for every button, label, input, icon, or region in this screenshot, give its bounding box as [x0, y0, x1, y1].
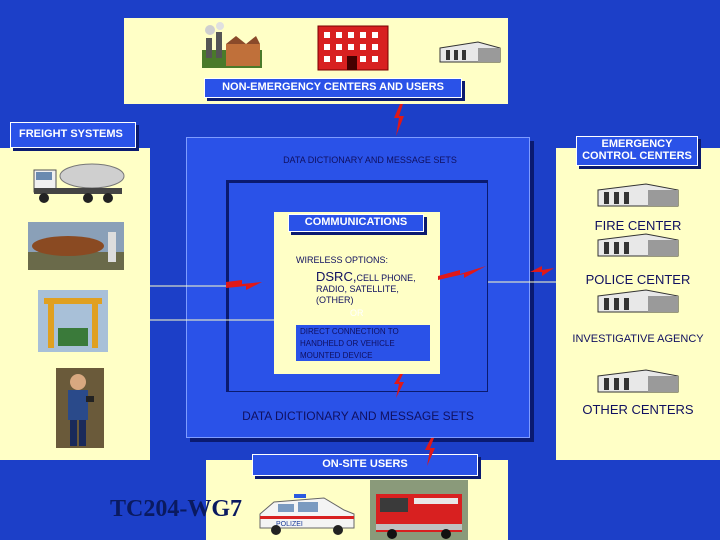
investigative-agency-label: INVESTIGATIVE AGENCY — [572, 333, 704, 345]
lightning-bolt-right — [530, 266, 554, 276]
direct-connection-line1: DIRECT CONNECTION TO — [300, 327, 399, 336]
onsite-users-label: ON-SITE USERS — [252, 454, 478, 476]
police-center-icon — [597, 289, 679, 313]
wireless-dsrc: DSRC,CELL PHONE, — [316, 268, 416, 286]
direct-connection-line2: HANDHELD OR VEHICLE — [300, 339, 395, 348]
wireless-other: (OTHER) — [316, 295, 354, 305]
lightning-bolt-center — [438, 266, 486, 280]
or-label: OR — [350, 308, 364, 318]
non-emergency-label: NON-EMERGENCY CENTERS AND USERS — [204, 78, 462, 98]
factory-icon — [202, 22, 262, 68]
fire-center-icon — [597, 233, 679, 257]
emergency-warehouse-icon — [597, 183, 679, 207]
data-dictionary-outer-label: DATA DICTIONARY AND MESSAGE SETS — [283, 155, 457, 165]
worker-with-device-icon — [56, 368, 104, 448]
direct-connection-line3: MOUNTED DEVICE — [300, 351, 373, 360]
wireless-options-title: WIRELESS OPTIONS: — [296, 255, 389, 265]
lightning-bolt-left — [226, 280, 262, 290]
office-building-icon — [317, 25, 389, 71]
lightning-bolt-bottom — [425, 438, 435, 466]
freight-systems-label: FREIGHT SYSTEMS — [10, 122, 136, 148]
investigative-agency-icon — [597, 369, 679, 393]
police-center-label: POLICE CENTER — [585, 272, 691, 287]
lightning-bolt-bottom-inner — [394, 374, 404, 398]
tanker-truck-icon — [33, 163, 125, 203]
railcar-icon — [28, 222, 124, 270]
crane-icon — [38, 290, 108, 352]
warehouse-icon — [439, 41, 501, 63]
lightning-bolt-top — [394, 104, 404, 136]
other-centers-label: OTHER CENTERS — [582, 402, 694, 417]
wireless-radio-satellite: RADIO, SATELLITE, — [316, 284, 399, 294]
police-car-text: POLIZEI — [276, 521, 303, 528]
emergency-control-centers-label: EMERGENCY CONTROL CENTERS — [576, 136, 698, 166]
wireless-cell-phone: CELL PHONE, — [356, 273, 416, 283]
footer-title: TC204-WG7 — [110, 496, 242, 522]
direct-connection-box — [296, 325, 430, 361]
wireless-dsrc-text: DSRC, — [316, 269, 357, 284]
data-dictionary-inner-label: DATA DICTIONARY AND MESSAGE SETS — [242, 409, 474, 423]
fire-center-label: FIRE CENTER — [594, 218, 682, 233]
police-car-icon: POLIZEI — [259, 494, 355, 535]
communications-label: COMMUNICATIONS — [288, 214, 424, 232]
fire-truck-icon — [370, 480, 468, 540]
